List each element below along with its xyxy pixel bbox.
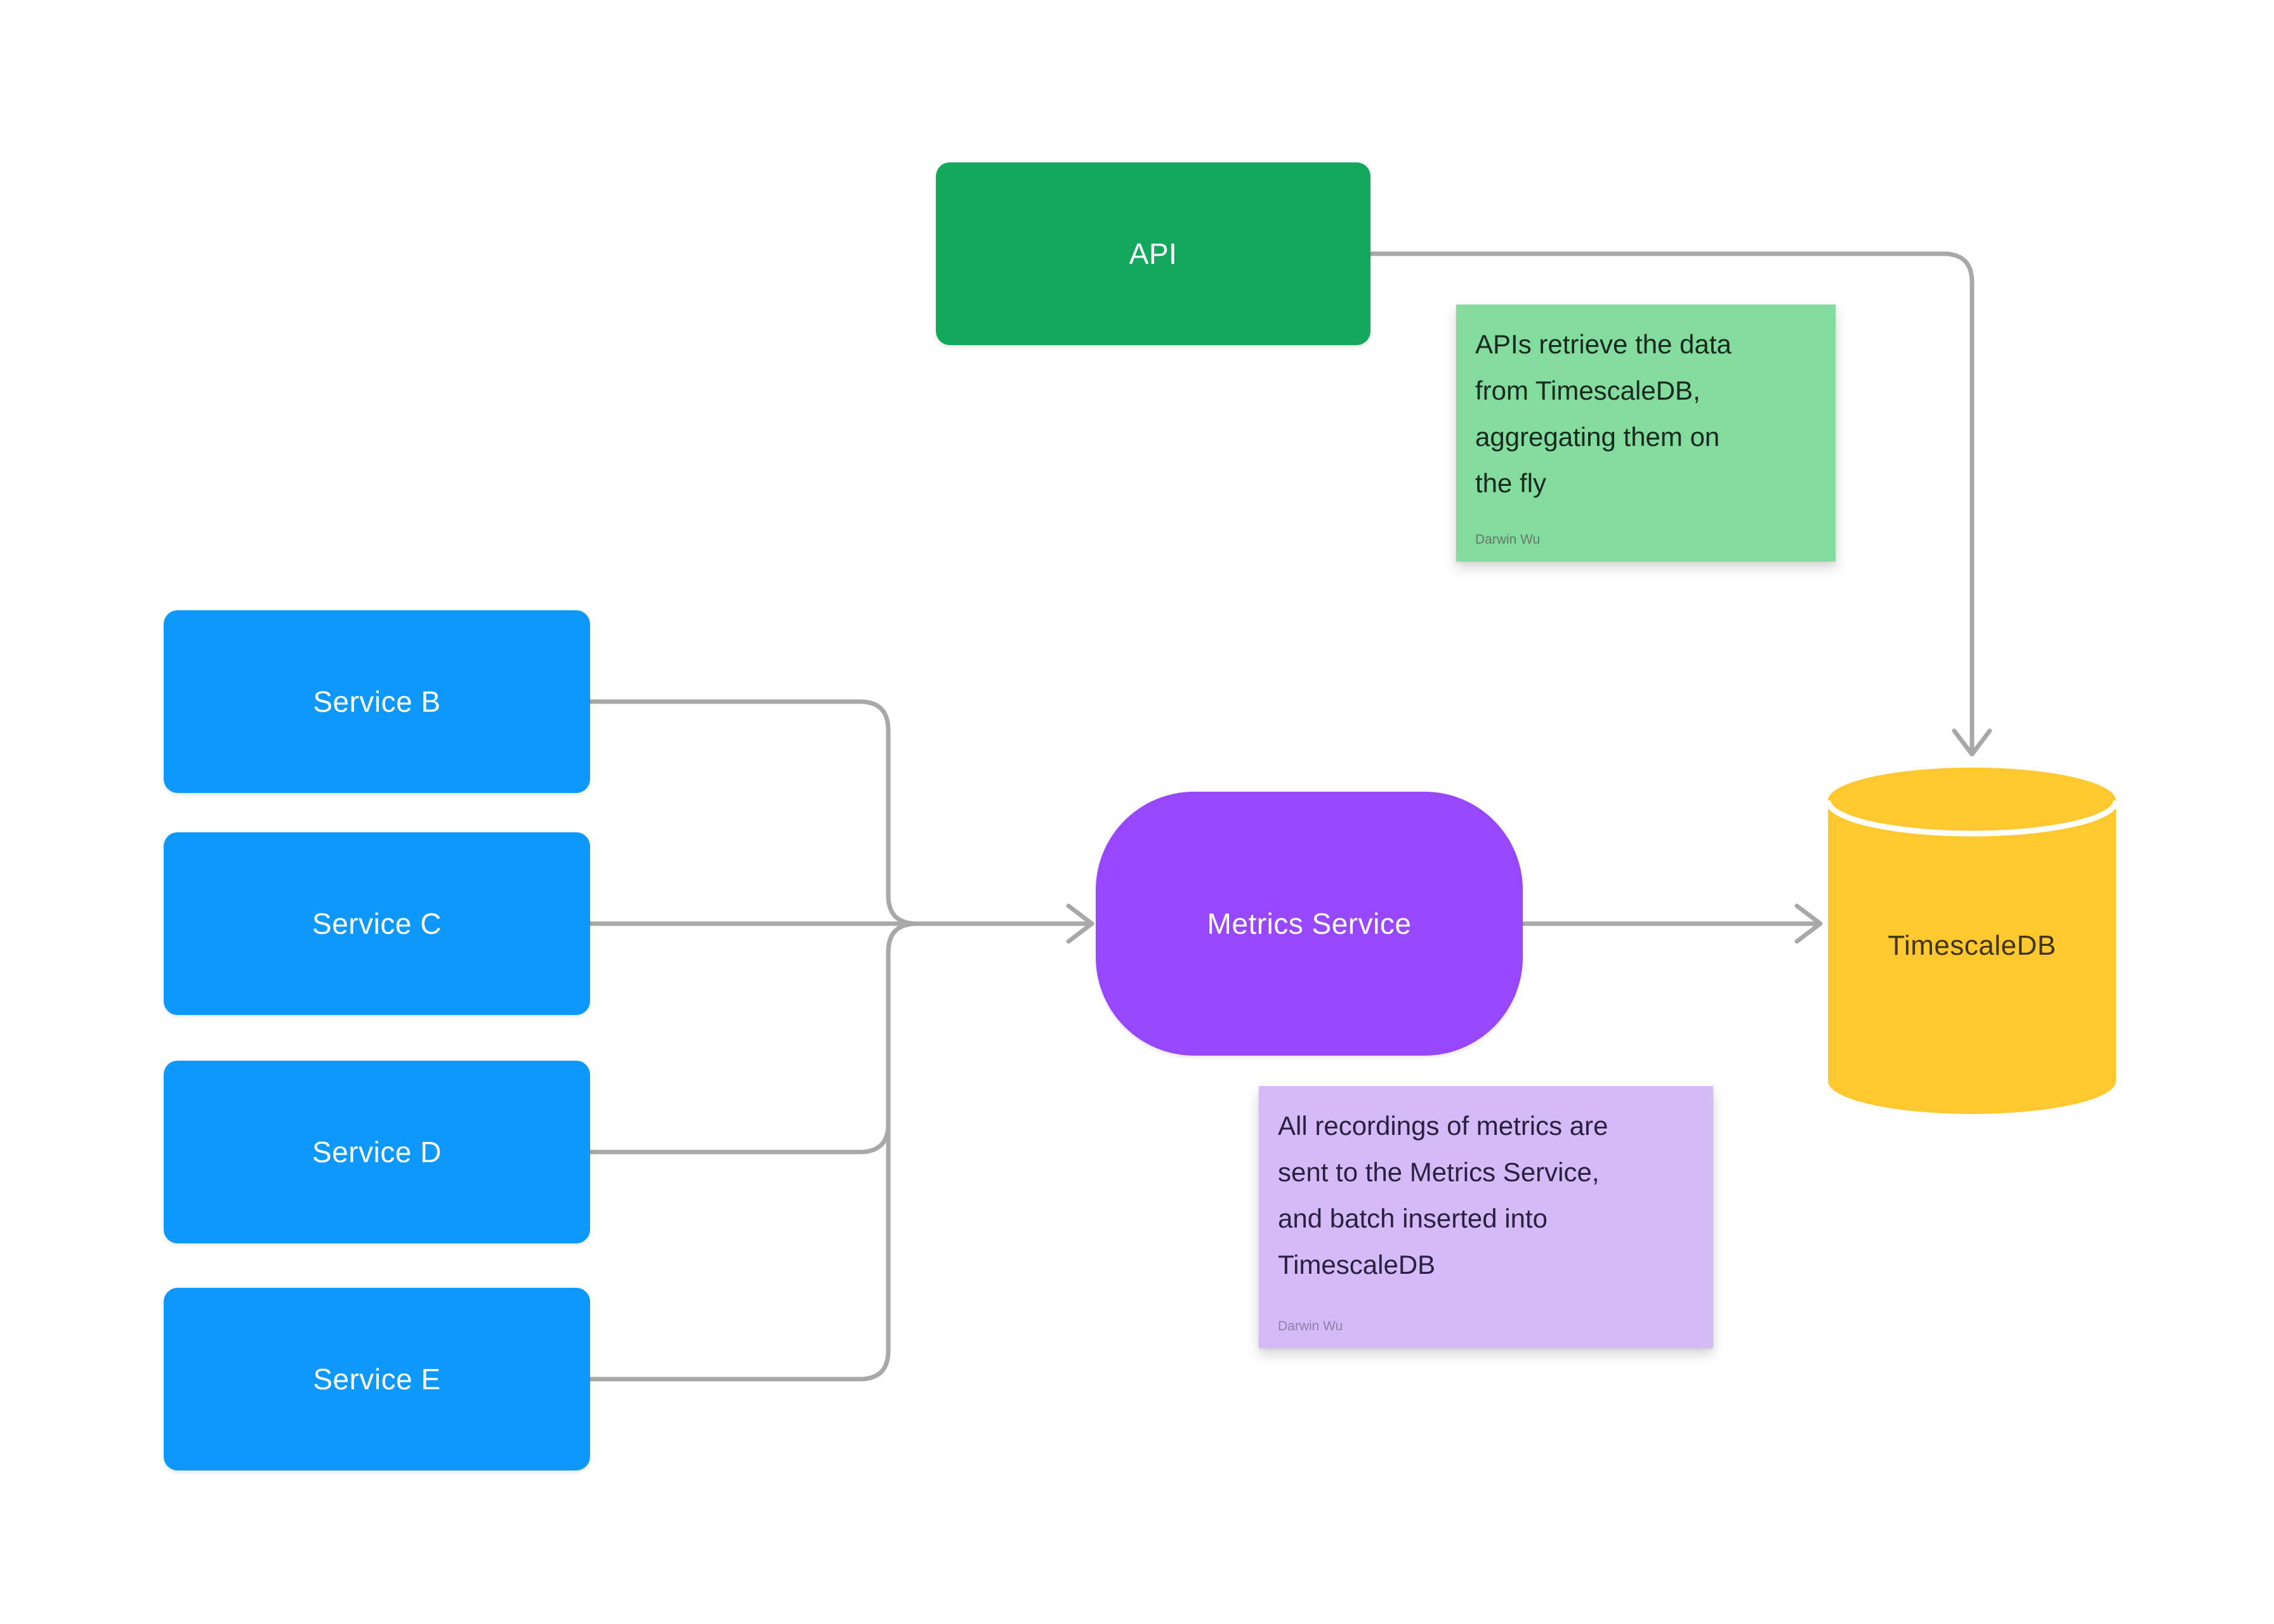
service-d-node-label: Service D — [312, 1136, 442, 1169]
note-line: and batch inserted into — [1278, 1203, 1548, 1233]
api-sticky-note-author: Darwin Wu — [1475, 532, 1541, 547]
service-c-node-label: Service C — [312, 907, 442, 940]
arrowhead-into-metrics — [1066, 903, 1094, 944]
note-line: TimescaleDB — [1278, 1250, 1436, 1280]
note-line: All recordings of metrics are — [1278, 1111, 1608, 1141]
connector-service-c-to-metrics[interactable] — [588, 903, 1094, 944]
note-line: aggregating them on — [1475, 422, 1720, 452]
metrics-service-node[interactable]: Metrics Service — [1096, 792, 1523, 1056]
metrics-service-node-label: Metrics Service — [1207, 907, 1412, 940]
service-c-node[interactable]: Service C — [164, 832, 590, 1015]
metrics-sticky-note-text: All recordings of metrics are sent to th… — [1278, 1103, 1694, 1288]
note-line: from TimescaleDB, — [1475, 376, 1700, 405]
service-e-node[interactable]: Service E — [164, 1288, 590, 1470]
api-node[interactable]: API — [936, 162, 1370, 345]
note-line: APIs retrieve the data — [1475, 329, 1732, 359]
metrics-sticky-note[interactable]: All recordings of metrics are sent to th… — [1259, 1086, 1713, 1348]
service-b-node-label: Service B — [313, 685, 441, 718]
connector-api-to-timescaledb[interactable] — [1368, 251, 1992, 757]
note-line: sent to the Metrics Service, — [1278, 1157, 1600, 1187]
api-sticky-note[interactable]: APIs retrieve the data from TimescaleDB,… — [1456, 304, 1836, 561]
service-d-node[interactable]: Service D — [164, 1061, 590, 1243]
note-line: the fly — [1475, 468, 1547, 498]
connector-metrics-to-timescaledb[interactable] — [1520, 903, 1823, 944]
connector-service-e-to-metrics[interactable] — [588, 921, 919, 1382]
cylinder-body — [1828, 768, 2116, 1114]
api-node-label: API — [1129, 237, 1178, 270]
arrowhead-into-timescaledb-side — [1794, 903, 1823, 944]
connector-service-b-to-metrics[interactable] — [588, 699, 919, 926]
connector-service-d-to-metrics[interactable] — [588, 921, 919, 1155]
cylinder-lid-separator — [1825, 800, 2119, 837]
metrics-sticky-note-author: Darwin Wu — [1278, 1319, 1343, 1333]
arrowhead-into-timescaledb-top — [1952, 728, 1992, 757]
api-sticky-note-text: APIs retrieve the data from TimescaleDB,… — [1475, 321, 1817, 506]
service-e-node-label: Service E — [313, 1363, 441, 1396]
timescaledb-node[interactable] — [1825, 768, 2119, 1114]
service-b-node[interactable]: Service B — [164, 610, 590, 793]
